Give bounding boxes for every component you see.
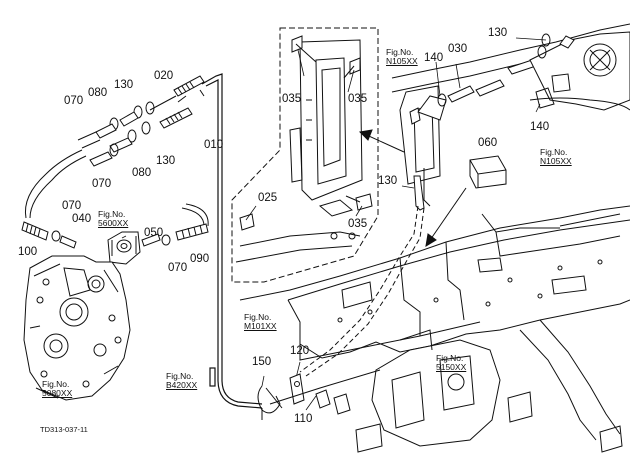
part-label-080-lower: 080 <box>132 167 152 179</box>
leader-lines <box>121 37 547 411</box>
part-label-140-right: 140 <box>530 121 550 133</box>
right-frame-upper <box>391 23 630 211</box>
part-label-120: 120 <box>290 345 310 357</box>
hose-pieces-lower <box>21 221 209 249</box>
part-label-020: 020 <box>154 70 174 82</box>
figure-ref-link[interactable]: 5150XX <box>436 361 467 372</box>
part-label-140-top: 140 <box>424 52 444 64</box>
part-120-bracket <box>289 373 305 405</box>
figure-ref-n105xx-right: Fig.No. N105XX <box>540 148 572 166</box>
figure-ref-prefix: Fig.No. <box>386 47 414 57</box>
transmission-lower <box>355 329 623 453</box>
detail-inset-box <box>231 27 379 283</box>
part-label-060: 060 <box>478 137 498 149</box>
figure-ref-link[interactable]: 5080XX <box>42 387 73 398</box>
part-label-090: 090 <box>190 253 210 265</box>
figure-ref-link[interactable]: M101XX <box>244 320 277 331</box>
part-110-grommets <box>269 369 381 415</box>
part-label-070-upper-left: 070 <box>64 95 84 107</box>
part-label-130-top-right: 130 <box>488 27 508 39</box>
part-060-cushion <box>469 155 507 189</box>
floor-platform <box>239 205 630 441</box>
part-label-150: 150 <box>252 356 272 368</box>
part-label-010: 010 <box>204 139 224 151</box>
part-label-100: 100 <box>18 246 38 258</box>
part-label-035-bottom: 035 <box>348 218 368 230</box>
part-label-070-lower-right: 070 <box>168 262 188 274</box>
part-label-130-mid: 130 <box>156 155 176 167</box>
arrow-inset-to-bracket <box>358 129 405 153</box>
figure-ref-prefix: Fig.No. <box>42 379 70 389</box>
drawing-code: TD313-037-11 <box>40 425 88 434</box>
figure-ref-b420xx: Fig.No. B420XX <box>166 372 197 390</box>
fuel-filter-housing <box>107 231 141 265</box>
part-label-050: 050 <box>144 227 164 239</box>
part-label-025: 025 <box>258 192 278 204</box>
part-label-035-left: 035 <box>282 93 302 105</box>
figure-ref-prefix: Fig.No. <box>98 209 126 219</box>
figure-ref-link[interactable]: 5600XX <box>98 217 129 228</box>
part-label-080-upper: 080 <box>88 87 108 99</box>
figure-ref-prefix: Fig.No. <box>166 371 194 381</box>
figure-ref-prefix: Fig.No. <box>436 353 464 363</box>
figure-ref-prefix: Fig.No. <box>244 312 272 322</box>
figure-ref-n105xx-top: Fig.No. N105XX <box>386 48 418 66</box>
figure-ref-m101xx: Fig.No. M101XX <box>244 313 277 331</box>
hose-pieces-upper <box>77 75 205 167</box>
figure-ref-prefix: Fig.No. <box>540 147 568 157</box>
part-label-030: 030 <box>448 43 468 55</box>
part-label-070-mid: 070 <box>92 178 112 190</box>
engine-gear-case <box>23 255 131 401</box>
part-label-070-lower-left: 070 <box>62 200 82 212</box>
part-150-clip <box>257 385 283 420</box>
part-label-040: 040 <box>72 213 92 225</box>
part-label-035-right: 035 <box>348 93 368 105</box>
hose-route-dashed <box>299 205 425 377</box>
arrow-060-to-floor <box>425 187 467 247</box>
figure-ref-5080xx: Fig.No. 5080XX <box>42 380 72 398</box>
part-label-130-bracket: 130 <box>378 175 398 187</box>
part-label-130-upper: 130 <box>114 79 134 91</box>
figure-ref-link[interactable]: N105XX <box>540 155 572 166</box>
figure-ref-link[interactable]: B420XX <box>166 379 198 390</box>
part-label-110: 110 <box>294 413 313 425</box>
hose-loop-left <box>24 89 209 227</box>
detail-inset-contents <box>235 35 373 263</box>
main-fuel-hose <box>201 73 263 409</box>
figure-ref-5600xx: Fig.No. 5600XX <box>98 210 128 228</box>
figure-ref-5150xx: Fig.No. 5150XX <box>436 354 466 372</box>
figure-ref-link[interactable]: N105XX <box>386 55 418 66</box>
